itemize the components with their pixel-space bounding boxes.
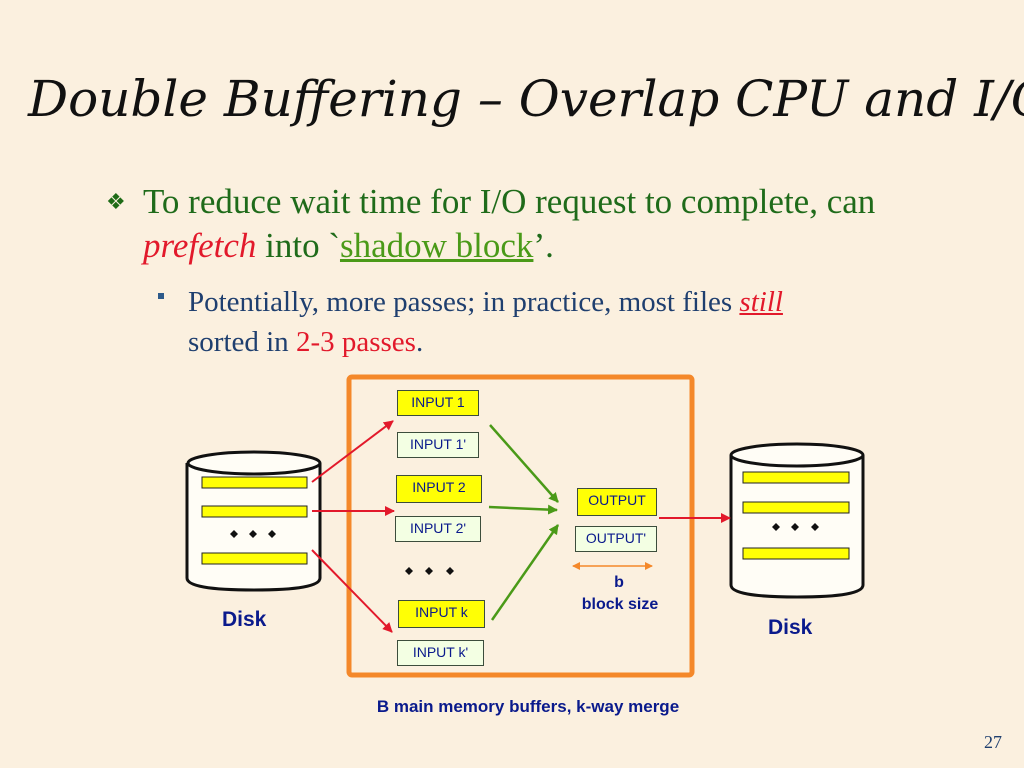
disk-right-label: Disk (768, 616, 813, 639)
block-size-label: block size (581, 596, 659, 613)
bullet-diamond-icon: ❖ (106, 190, 126, 215)
sub-bullet-square-icon (158, 293, 164, 299)
block-size-symbol: b (614, 574, 624, 591)
disk-right-icon (729, 442, 865, 599)
input-2-buffer: INPUT 2 (396, 475, 482, 503)
disk-left-label: Disk (222, 608, 267, 631)
more-inputs-dots (405, 567, 454, 575)
input-1-shadow-buffer: INPUT 1' (397, 432, 479, 458)
input-2-shadow-buffer: INPUT 2' (395, 516, 481, 542)
output-buffer: OUTPUT (577, 488, 657, 516)
input-k-buffer: INPUT k (398, 600, 485, 628)
prefetch-term: prefetch (143, 226, 257, 265)
page-number: 27 (984, 732, 1002, 752)
input-k-shadow-buffer: INPUT k' (397, 640, 484, 666)
bullet-main: To reduce wait time for I/O request to c… (143, 182, 876, 265)
input-1-buffer: INPUT 1 (397, 390, 479, 416)
still-term: still (739, 286, 783, 318)
bullet-sub: Potentially, more passes; in practice, m… (188, 286, 783, 358)
passes-count: 2-3 (295, 326, 335, 358)
output-shadow-buffer: OUTPUT' (575, 526, 657, 552)
diagram-caption: B main memory buffers, k-way merge (376, 697, 680, 716)
shadow-block-term: shadow block (339, 226, 534, 265)
disk-left-icon (185, 450, 322, 592)
memory-buffers-frame (346, 374, 695, 678)
slide-title: Double Buffering – Overlap CPU and I/O (28, 70, 1024, 128)
